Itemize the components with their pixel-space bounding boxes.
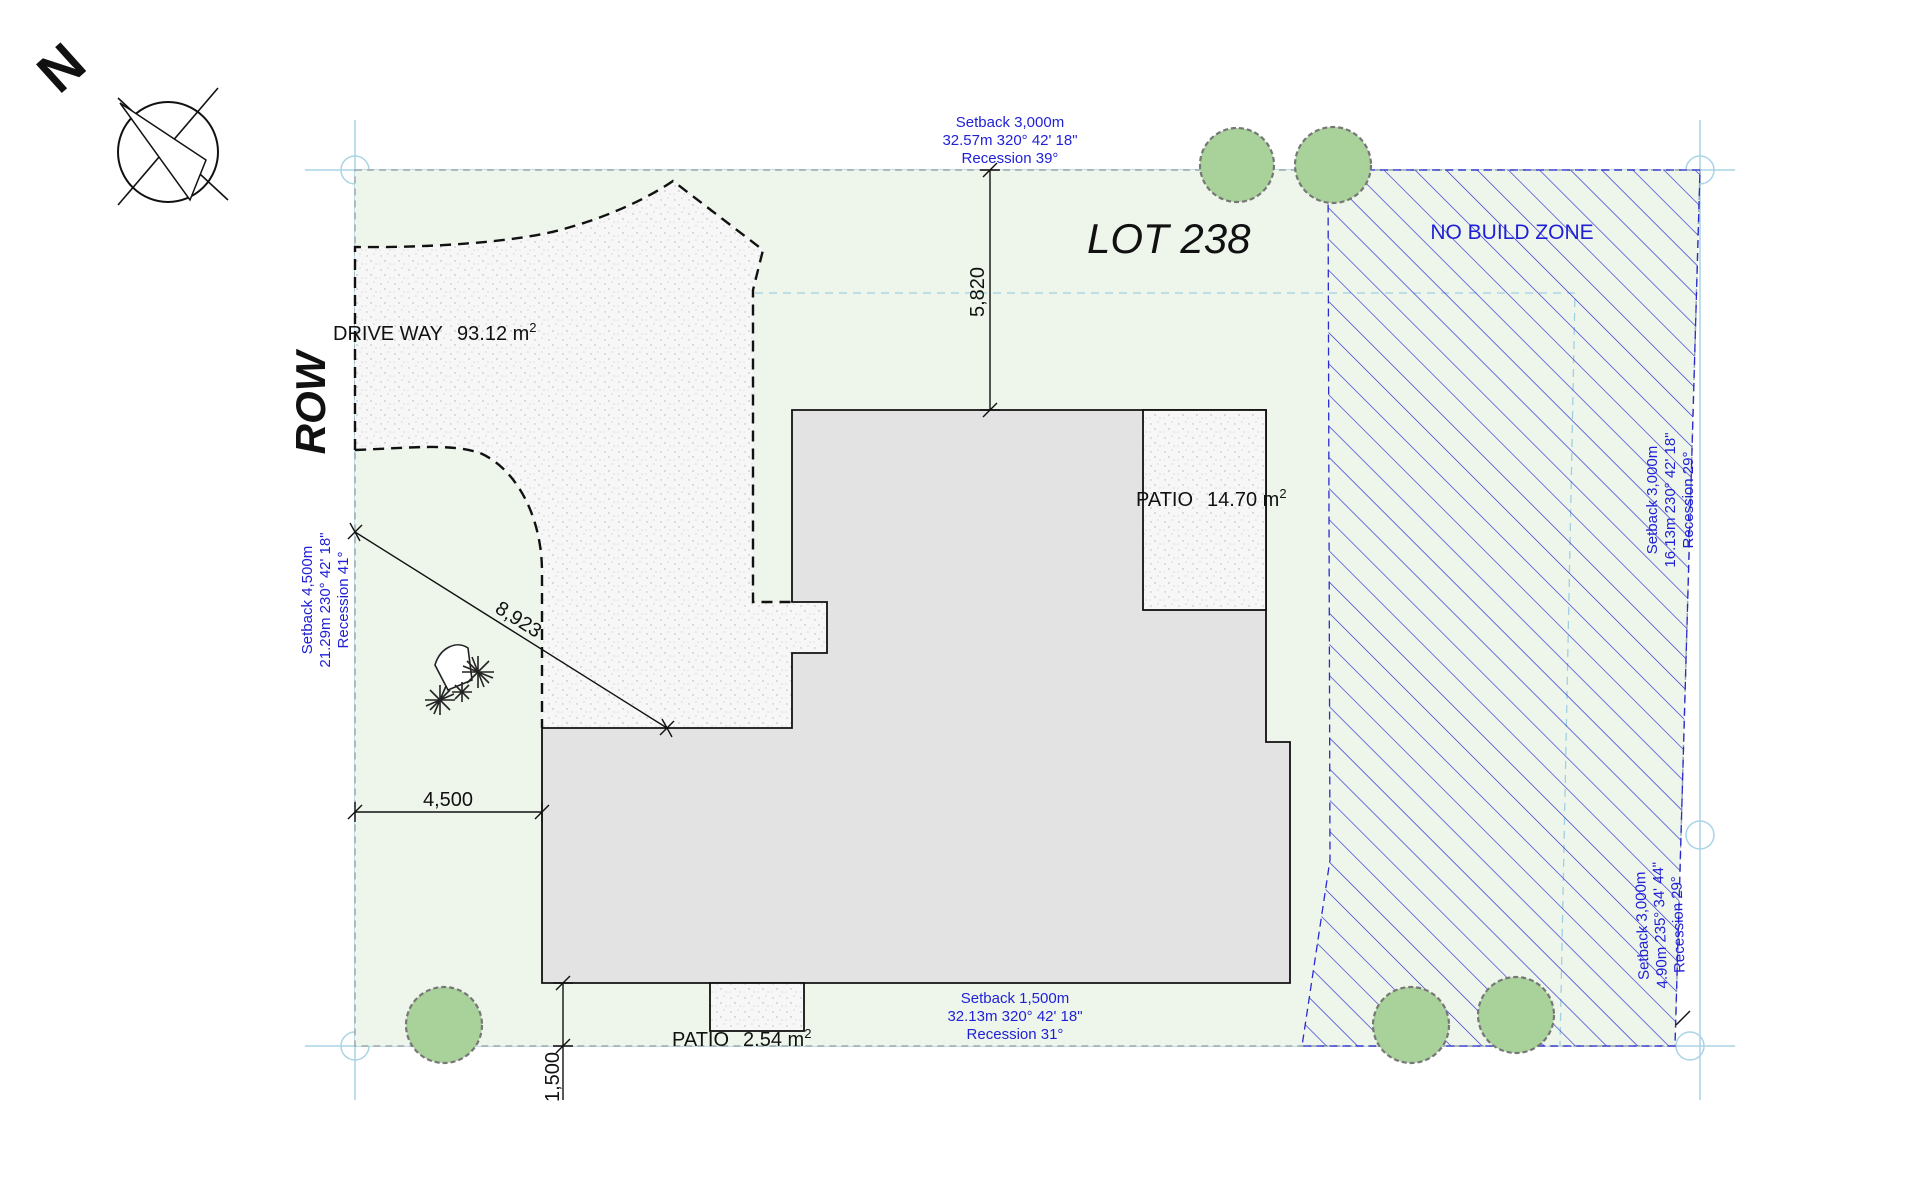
svg-text:4.90m 235° 34' 44": 4.90m 235° 34' 44"	[1650, 862, 1671, 989]
setback-north: Setback 3,000m 32.57m 320° 42' 18" Reces…	[942, 114, 1077, 167]
svg-text:32.57m 320° 42' 18": 32.57m 320° 42' 18"	[942, 132, 1077, 149]
lot-title: LOT 238	[1087, 215, 1251, 262]
svg-text:Recession 29°: Recession 29°	[1668, 876, 1688, 973]
svg-text:21.29m 230° 42' 18": 21.29m 230° 42' 18"	[317, 532, 334, 667]
svg-text:Setback 3,000m: Setback 3,000m	[1644, 446, 1661, 554]
svg-text:Setback 3,000m: Setback 3,000m	[956, 114, 1064, 131]
patio-south	[709, 982, 805, 1032]
tree	[1198, 126, 1276, 204]
dimension-west: 4,500	[423, 789, 473, 811]
no-build-zone-label: NO BUILD ZONE	[1430, 221, 1593, 244]
setback-south: Setback 1,500m 32.13m 320° 42' 18" Reces…	[947, 990, 1082, 1043]
patio-east	[1142, 409, 1267, 611]
svg-text:Setback 4,500m: Setback 4,500m	[299, 546, 316, 654]
driveway-boundary	[353, 179, 792, 604]
svg-text:Recession 39°: Recession 39°	[962, 150, 1059, 167]
driveway-area	[355, 181, 827, 728]
svg-text:Setback 3,000m: Setback 3,000m	[1632, 871, 1653, 980]
setback-west: Setback 4,500m 21.29m 230° 42' 18" Reces…	[299, 532, 352, 667]
trees	[404, 125, 1556, 1065]
dimension-north: 5,820	[967, 267, 989, 317]
setback-east-lower: Setback 3,000m 4.90m 235° 34' 44" Recess…	[1632, 862, 1689, 989]
svg-text:16.13m 230° 42' 18": 16.13m 230° 42' 18"	[1662, 432, 1679, 567]
svg-text:Recession 31°: Recession 31°	[967, 1026, 1064, 1043]
row-label: ROW	[287, 348, 334, 454]
shrub-icon	[425, 644, 494, 715]
north-label: N	[25, 31, 97, 105]
tree	[1476, 975, 1556, 1055]
house-footprint	[541, 409, 1291, 984]
tree	[404, 985, 484, 1065]
svg-text:Recession 29°: Recession 29°	[1680, 452, 1697, 549]
setback-east-upper: Setback 3,000m 16.13m 230° 42' 18" Reces…	[1644, 432, 1697, 567]
svg-text:32.13m 320° 42' 18": 32.13m 320° 42' 18"	[947, 1008, 1082, 1025]
dimension-south: 1,500	[542, 1052, 564, 1102]
svg-text:Recession 41°: Recession 41°	[335, 552, 352, 649]
tree	[1293, 125, 1373, 205]
north-arrow-icon: N	[25, 31, 229, 206]
svg-text:Setback 1,500m: Setback 1,500m	[961, 990, 1069, 1007]
tree	[1371, 985, 1451, 1065]
no-build-zone	[1301, 169, 1701, 1047]
dimension-lines	[347, 162, 1691, 1100]
